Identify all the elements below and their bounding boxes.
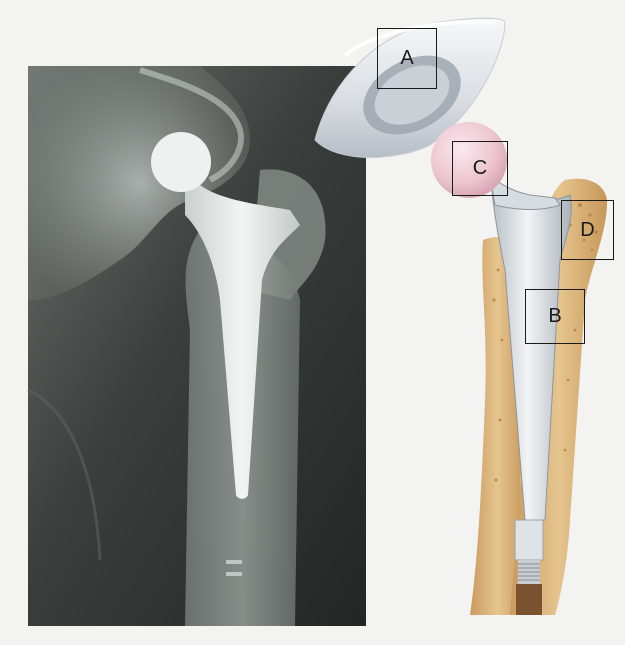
label-a-text: A	[400, 47, 413, 70]
xray-marker-1	[226, 560, 242, 564]
label-box-d: D	[561, 200, 614, 260]
distal-plug	[515, 520, 543, 615]
label-c-text: C	[473, 157, 487, 180]
label-box-b: B	[525, 289, 585, 344]
label-d-text: D	[580, 219, 594, 242]
xray-panel	[28, 66, 366, 626]
label-box-c: C	[452, 141, 508, 196]
xray-marker-2	[226, 572, 242, 576]
label-b-text: B	[548, 305, 561, 328]
label-box-a: A	[377, 28, 437, 89]
xray-femoral-head	[151, 132, 211, 192]
